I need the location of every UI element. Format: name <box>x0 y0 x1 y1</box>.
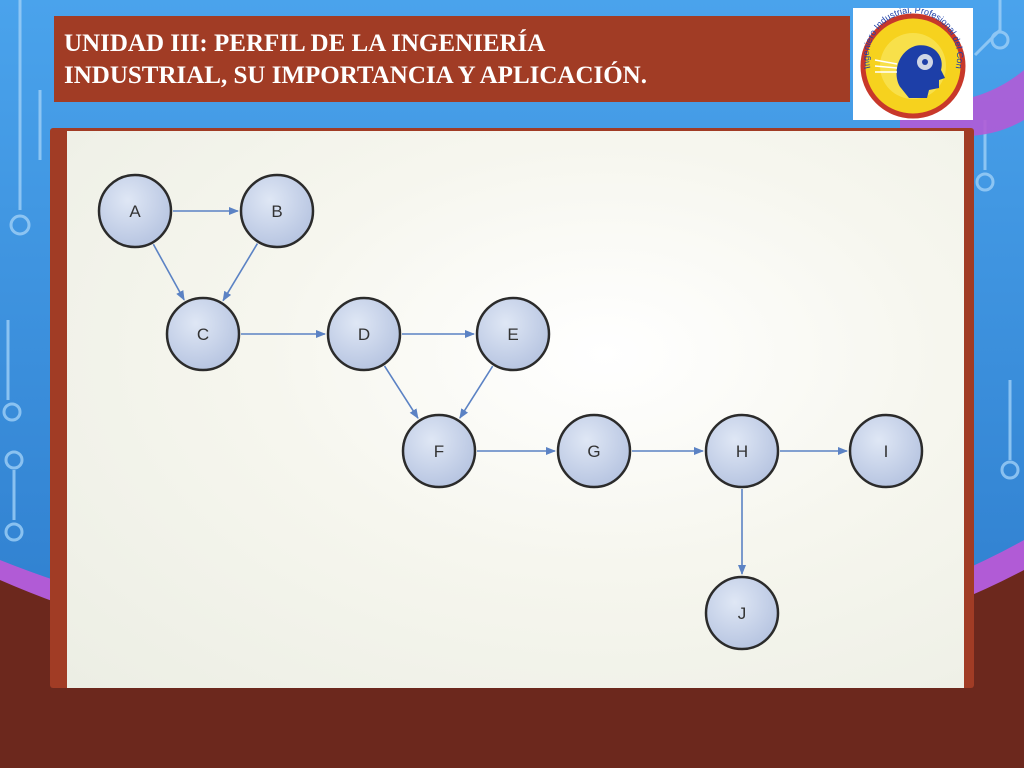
node-label: F <box>434 442 444 461</box>
node-label: D <box>358 325 370 344</box>
node-circle <box>475 296 551 372</box>
diagram-panel: A B C D E F G H I J <box>67 131 964 688</box>
node-j: J <box>704 575 780 651</box>
edge-a-c <box>152 243 185 301</box>
slide-title-bar: UNIDAD III: PERFIL DE LA INGENIERÍA INDU… <box>54 16 850 102</box>
node-circle <box>704 575 780 651</box>
logo-emblem: Ingeniero Industrial, Profesional del Co… <box>849 0 966 119</box>
node-label: E <box>507 325 518 344</box>
node-circle <box>704 413 780 489</box>
node-label: C <box>197 325 209 344</box>
node-a: A <box>97 173 173 249</box>
node-label: G <box>587 442 600 461</box>
node-circle <box>239 173 315 249</box>
node-f: F <box>401 413 477 489</box>
node-label: J <box>738 604 747 623</box>
edge-d-f <box>383 365 419 420</box>
node-h: H <box>704 413 780 489</box>
node-label: B <box>271 202 282 221</box>
node-b: B <box>239 173 315 249</box>
precedence-diagram: A B C D E F G H I J <box>97 173 924 651</box>
node-c: C <box>165 296 241 372</box>
node-d: D <box>326 296 402 372</box>
node-e: E <box>475 296 551 372</box>
node-circle <box>326 296 402 372</box>
slide-title-line-2: INDUSTRIAL, SU IMPORTANCIA Y APLICACIÓN. <box>64 62 647 89</box>
node-label: H <box>736 442 748 461</box>
node-circle <box>165 296 241 372</box>
node-circle <box>97 173 173 249</box>
slide-title-line-1: UNIDAD III: PERFIL DE LA INGENIERÍA <box>64 30 546 57</box>
edge-b-c <box>222 243 259 302</box>
node-i: I <box>848 413 924 489</box>
node-circle <box>848 413 924 489</box>
logo: Ingeniero Industrial, Profesional del Co… <box>849 0 973 120</box>
node-label: I <box>884 442 889 461</box>
edge-e-f <box>459 365 494 419</box>
node-g: G <box>556 413 632 489</box>
node-label: A <box>129 202 141 221</box>
node-circle <box>401 413 477 489</box>
node-circle <box>556 413 632 489</box>
